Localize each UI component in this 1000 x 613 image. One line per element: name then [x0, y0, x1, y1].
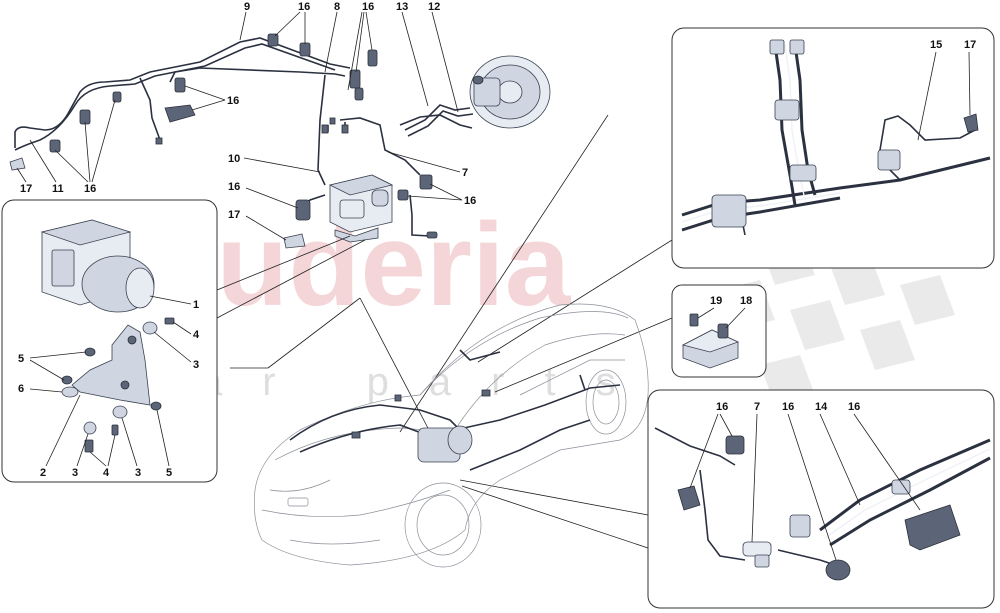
callout-label: 16: [227, 95, 239, 107]
main-brake-lines: [9, 33, 551, 249]
callout-label: 4: [193, 329, 200, 341]
callout-label: 17: [964, 39, 976, 51]
callout-label: 7: [462, 167, 468, 179]
pipe-clip: [354, 87, 364, 101]
pipe-clip: [267, 33, 279, 47]
pipe-clip: [367, 49, 378, 67]
callout-label: 16: [848, 401, 860, 413]
callout-label: 5: [166, 467, 172, 479]
callout-label: 9: [244, 1, 250, 13]
car-outline: [253, 303, 649, 568]
pipe-clip: [49, 139, 61, 153]
callout-label: 16: [362, 1, 374, 13]
pipe-clip: [79, 109, 91, 125]
callout-label: 8: [334, 1, 340, 13]
callout-label: 15: [930, 39, 942, 51]
callouts-main: 9 16 8 16 13 12 16 17 11 16 10 7 16 16: [16, 1, 476, 241]
callout-label: 3: [193, 359, 199, 371]
callout-label: 16: [228, 181, 240, 193]
callout-label: 16: [716, 401, 728, 413]
watermark-tagline: car parts: [140, 360, 656, 404]
pipe-clip: [397, 189, 409, 201]
callout-label: 16: [782, 401, 794, 413]
callout-label: 16: [464, 195, 476, 207]
brake-booster: [399, 55, 551, 137]
callout-label: 2: [40, 467, 46, 479]
sensor-panel: 19 18: [671, 284, 767, 378]
callout-label: 17: [20, 183, 32, 195]
pipe-clip: [295, 199, 311, 221]
callout-label: 1: [193, 299, 199, 311]
pipe-clip: [419, 174, 433, 190]
pipe-clip: [174, 77, 186, 93]
callout-label: 10: [228, 153, 240, 165]
callout-label: 14: [815, 401, 828, 413]
callout-label: 4: [103, 467, 110, 479]
pipe-clip: [299, 42, 311, 57]
callout-label: 12: [428, 1, 440, 13]
callout-label: 16: [84, 183, 96, 195]
callout-label: 18: [740, 295, 752, 307]
callout-label: 17: [228, 209, 240, 221]
pipe-clip: [112, 91, 122, 103]
pipe-clip: [164, 104, 196, 123]
callout-label: 13: [396, 1, 408, 13]
callout-label: 16: [298, 1, 310, 13]
callout-label: 5: [18, 353, 24, 365]
abs-unit-installed: [328, 174, 394, 243]
front-lines-panel: 16 7 16 14 16: [647, 389, 995, 609]
callout-label: 11: [52, 183, 64, 195]
callout-label: 3: [135, 467, 141, 479]
abs-detail-panel: 1 4 3 5 6 2 3 4 3 5: [1, 199, 218, 483]
callout-label: 6: [18, 383, 24, 395]
rear-lines-panel: 15 17: [671, 27, 995, 269]
callout-label: 3: [72, 467, 78, 479]
callout-label: 19: [710, 295, 722, 307]
watermark: scuderia car parts: [85, 199, 955, 405]
callout-label: 7: [754, 401, 760, 413]
